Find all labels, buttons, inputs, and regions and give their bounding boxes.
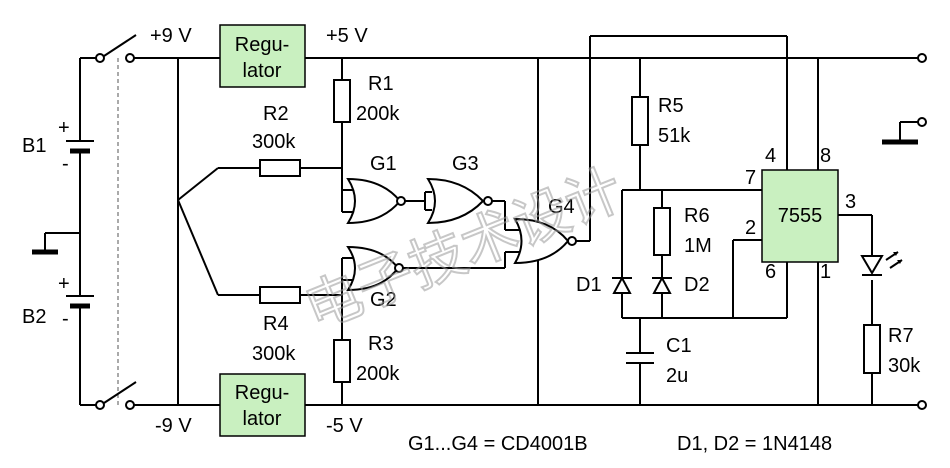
- r7-value: 30k: [888, 355, 921, 377]
- r5-name: R5: [658, 95, 684, 117]
- watermark: 电子技术设计: [296, 157, 632, 343]
- gate-g3: G3: [426, 153, 493, 225]
- r3-name: R3: [368, 333, 394, 355]
- d1-label: D1: [576, 274, 602, 296]
- gate-g4: G4: [513, 196, 577, 265]
- diodes-note: D1, D2 = 1N4148: [677, 433, 832, 455]
- minus9-label: -9 V: [155, 415, 192, 437]
- battery-b2: B2 + -: [22, 273, 94, 330]
- resistor-r4: R4 300k: [252, 286, 301, 365]
- gates-note: G1...G4 = CD4001B: [408, 433, 588, 455]
- ic-pin1: 1: [820, 261, 831, 283]
- gate-g1: G1: [346, 153, 406, 225]
- regulator-bottom-line2: lator: [243, 408, 282, 430]
- r4-value: 300k: [252, 343, 296, 365]
- ic-7555: 7555 4 8 7 2 6 3 1: [745, 145, 856, 283]
- r1-value: 200k: [356, 103, 400, 125]
- r2-value: 300k: [252, 131, 296, 153]
- battery-b1-label: B1: [22, 135, 46, 157]
- g2-label: G2: [370, 289, 397, 311]
- power-switch-bottom: [95, 381, 137, 410]
- regulator-bottom-line1: Regu-: [235, 382, 289, 404]
- battery-b1-minus: -: [62, 153, 69, 175]
- diode-d2: D2: [652, 262, 710, 300]
- plus5-label: +5 V: [326, 25, 368, 47]
- capacitor-c1: C1 2u: [626, 335, 692, 387]
- plus9-label: +9 V: [150, 25, 192, 47]
- ic-pin3: 3: [845, 191, 856, 213]
- g1-label: G1: [370, 153, 397, 175]
- r5-value: 51k: [658, 125, 691, 147]
- regulator-top-line1: Regu-: [235, 34, 289, 56]
- output-terminal-top: [917, 53, 927, 63]
- ic-pin6: 6: [765, 261, 776, 283]
- resistor-r6: R6 1M: [653, 205, 712, 257]
- power-switch-top: [95, 34, 137, 63]
- battery-b2-plus: +: [58, 273, 70, 295]
- output-terminal-middle: [917, 117, 927, 127]
- r6-name: R6: [684, 205, 710, 227]
- gate-g2: G2: [346, 245, 404, 311]
- resistor-r5: R5 51k: [631, 95, 691, 147]
- d2-label: D2: [684, 274, 710, 296]
- g3-label: G3: [452, 153, 479, 175]
- regulator-top: Regu- lator: [219, 24, 306, 88]
- resistor-r7: R7 30k: [863, 324, 921, 377]
- diode-d1: D1: [576, 262, 632, 300]
- led-indicator: [860, 251, 903, 276]
- ic-pin2: 2: [745, 217, 756, 239]
- regulator-top-line2: lator: [243, 60, 282, 82]
- output-terminal-bottom: [917, 400, 927, 410]
- resistor-r3: R3 200k: [333, 333, 400, 385]
- r3-value: 200k: [356, 363, 400, 385]
- minus5-label: -5 V: [326, 415, 363, 437]
- ic-pin7: 7: [745, 167, 756, 189]
- ic-pin8: 8: [820, 145, 831, 167]
- battery-b2-label: B2: [22, 306, 46, 328]
- resistor-r1: R1 200k: [333, 73, 400, 125]
- c1-name: C1: [666, 335, 692, 357]
- ic-pin4: 4: [765, 145, 776, 167]
- ic-name: 7555: [778, 205, 823, 227]
- c1-value: 2u: [666, 365, 688, 387]
- regulator-bottom: Regu- lator: [219, 373, 306, 437]
- r4-name: R4: [263, 313, 289, 335]
- r1-name: R1: [368, 73, 394, 95]
- battery-b1: B1 + -: [22, 117, 94, 175]
- battery-b2-minus: -: [62, 308, 69, 330]
- g4-label: G4: [548, 196, 575, 218]
- r7-name: R7: [888, 325, 914, 347]
- battery-b1-plus: +: [58, 117, 70, 139]
- wiring: [32, 35, 918, 406]
- resistor-r2: R2 300k: [252, 103, 301, 177]
- r6-value: 1M: [684, 235, 712, 257]
- r2-name: R2: [263, 103, 289, 125]
